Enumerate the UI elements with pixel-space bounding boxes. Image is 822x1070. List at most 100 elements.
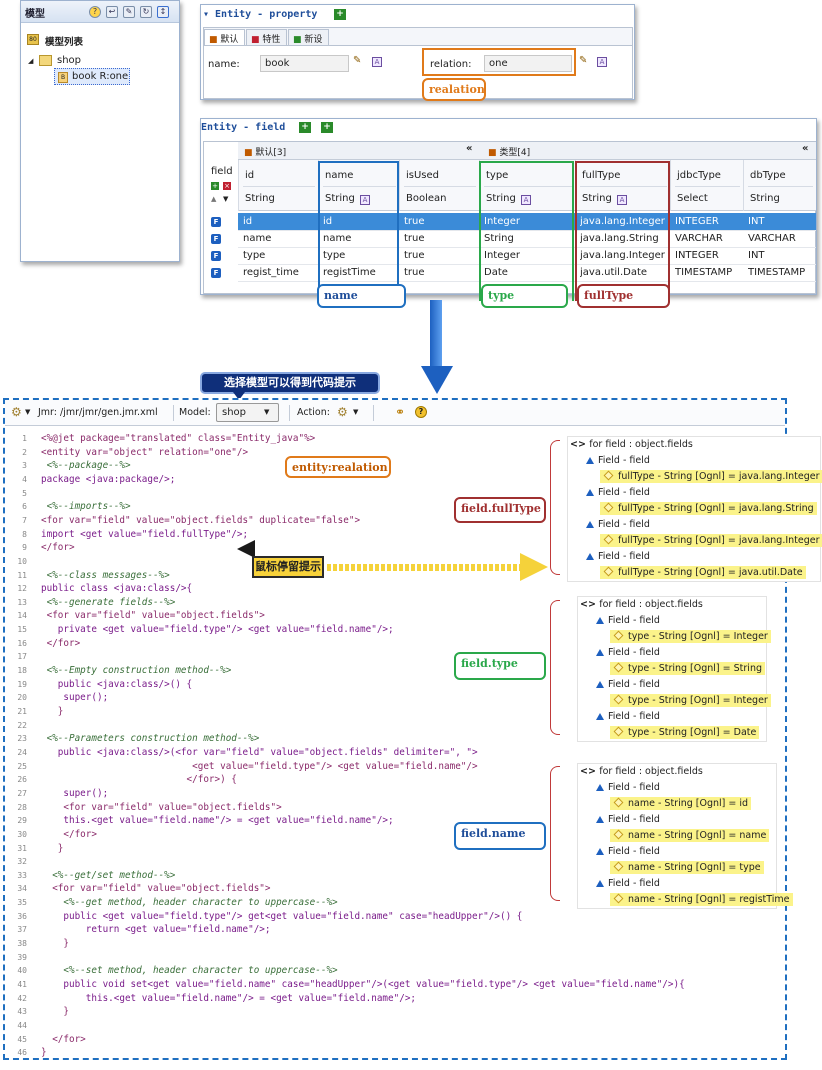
table-cell[interactable]: name — [243, 233, 272, 244]
move-up-icon[interactable]: ▲ — [211, 195, 217, 203]
table-row-selected[interactable] — [238, 213, 816, 230]
hint-field-node[interactable]: Field - field — [596, 647, 660, 658]
table-cell[interactable]: type — [243, 250, 266, 261]
code-line[interactable]: </for> — [41, 1033, 86, 1045]
model-list-label[interactable]: 模型列表 — [45, 37, 84, 48]
hint-value[interactable]: type - String [Ognl] = String — [610, 662, 765, 675]
code-line[interactable]: <%--Parameters construction method--%> — [41, 733, 260, 745]
group-default-header[interactable]: ■ 默认[3] — [244, 145, 286, 158]
collapse-arrow-icon[interactable]: ◢ — [28, 57, 34, 65]
code-line[interactable]: public class <java:class/>{ — [41, 583, 193, 595]
code-line[interactable]: <%--get/set method--%> — [41, 869, 176, 881]
hint-field-node[interactable]: Field - field — [586, 519, 650, 530]
hint-field-node[interactable]: Field - field — [596, 711, 660, 722]
code-line[interactable]: <get value="field.type"/> <get value="fi… — [41, 760, 478, 772]
edit-relation-icon[interactable]: ✎ — [579, 55, 588, 66]
hint-field-node[interactable]: Field - field — [596, 615, 660, 626]
hint-field-node[interactable]: Field - field — [596, 878, 660, 889]
table-cell[interactable]: String — [484, 233, 514, 244]
code-line[interactable]: <%--imports--%> — [41, 501, 131, 513]
table-cell[interactable]: Integer — [484, 216, 520, 227]
table-cell[interactable]: true — [404, 216, 425, 227]
tree-item-shop[interactable]: shop — [57, 55, 82, 66]
table-cell[interactable]: java.lang.String — [580, 233, 659, 244]
import-icon[interactable]: ↩ — [106, 6, 118, 18]
sort-icon[interactable]: ↕ — [157, 6, 169, 18]
table-cell[interactable]: java.util.Date — [580, 267, 648, 278]
refresh-icon[interactable]: ↻ — [140, 6, 152, 18]
code-line[interactable]: <%--class messages--%> — [41, 569, 170, 581]
code-line[interactable]: <%--package--%> — [41, 460, 131, 472]
add-property-icon[interactable]: + — [334, 9, 346, 20]
tab-default[interactable]: ■ 默认 — [204, 29, 245, 45]
name-field[interactable]: book — [260, 55, 349, 72]
code-line[interactable]: public <get value="field.type"/> get<get… — [41, 910, 523, 922]
hint-value[interactable]: fullType - String [Ognl] = java.lang.Str… — [600, 502, 817, 515]
code-line[interactable]: </for> — [41, 542, 75, 554]
table-cell[interactable]: java.lang.Integer — [580, 250, 665, 261]
collapse-group-type-icon[interactable]: « — [802, 143, 809, 154]
table-cell[interactable]: true — [404, 250, 425, 261]
name-attribute-icon[interactable]: A — [372, 57, 382, 67]
code-line[interactable]: this.<get value="field.name"/> = <get va… — [41, 815, 394, 827]
hint-field-node[interactable]: Field - field — [596, 846, 660, 857]
table-cell[interactable]: TIMESTAMP — [675, 267, 733, 278]
code-line[interactable]: } — [41, 1006, 69, 1018]
edit-name-icon[interactable]: ✎ — [353, 55, 362, 66]
tab-new[interactable]: ■ 新设 — [288, 29, 329, 45]
table-cell[interactable]: true — [404, 267, 425, 278]
code-line[interactable]: public <java:class/>() { — [41, 678, 193, 690]
generate-icon[interactable]: ⚙ — [11, 405, 22, 419]
collapse-group-default-icon[interactable]: « — [466, 143, 473, 154]
hint-value[interactable]: name - String [Ognl] = id — [610, 797, 752, 810]
code-line[interactable]: super(); — [41, 787, 109, 799]
table-cell[interactable]: VARCHAR — [675, 233, 723, 244]
table-cell[interactable]: type — [323, 250, 346, 261]
hint-value[interactable]: fullType - String [Ognl] = java.lang.Int… — [600, 470, 822, 483]
column-attribute-icon[interactable]: A — [617, 195, 627, 205]
hint-field-node[interactable]: Field - field — [596, 782, 660, 793]
table-cell[interactable]: id — [323, 216, 333, 227]
help-icon[interactable]: ? — [89, 6, 101, 18]
table-cell[interactable]: true — [404, 233, 425, 244]
hint-field-node[interactable]: Field - field — [586, 455, 650, 466]
move-down-icon[interactable]: ▼ — [223, 195, 229, 203]
remove-row-icon[interactable]: × — [223, 182, 231, 190]
tree-item-book[interactable]: B book R:one — [54, 68, 130, 85]
add-row-icon[interactable]: + — [211, 182, 219, 190]
hint-value[interactable]: name - String [Ognl] = name — [610, 829, 770, 842]
code-line[interactable]: <for var="field" value="object.fields"> — [41, 801, 282, 813]
hint-value[interactable]: fullType - String [Ognl] = java.lang.Int… — [600, 534, 822, 547]
code-line[interactable]: package <java:package/>; — [41, 473, 176, 485]
help-icon-editor[interactable]: ? — [415, 406, 427, 418]
code-line[interactable]: } — [41, 1047, 47, 1059]
table-cell[interactable]: name — [323, 233, 352, 244]
add-column-icon[interactable]: + — [321, 122, 333, 133]
model-select[interactable]: shop ▼ — [216, 403, 279, 422]
table-cell[interactable]: regist_time — [243, 267, 299, 278]
table-cell[interactable]: INT — [748, 216, 765, 227]
code-line[interactable]: </for>) { — [41, 774, 237, 786]
hint-value[interactable]: type - String [Ognl] = Integer — [610, 694, 771, 707]
code-line[interactable]: <entity var="object" relation="one"/> — [41, 446, 249, 458]
table-cell[interactable]: Integer — [484, 250, 520, 261]
code-line[interactable]: public <java:class/>(<for var="field" va… — [41, 746, 478, 758]
table-cell[interactable]: INT — [748, 250, 765, 261]
code-line[interactable]: import <get value="field.fullType"/>; — [41, 528, 249, 540]
action-dropdown-icon[interactable]: ▼ — [353, 408, 359, 416]
code-line[interactable]: this.<get value="field.name"/> = <get va… — [41, 992, 417, 1004]
hint-field-node[interactable]: Field - field — [586, 487, 650, 498]
code-line[interactable]: } — [41, 706, 64, 717]
code-line[interactable]: <%--generate fields--%> — [41, 596, 176, 608]
hint-field-node[interactable]: Field - field — [596, 679, 660, 690]
hint-value[interactable]: name - String [Ognl] = type — [610, 861, 764, 874]
code-line[interactable]: private <get value="field.type"/> <get v… — [41, 624, 394, 636]
link-icon[interactable]: ⚭ — [395, 405, 406, 419]
code-line[interactable]: <%--get method, header character to uppe… — [41, 897, 338, 909]
table-cell[interactable]: VARCHAR — [748, 233, 796, 244]
code-line[interactable]: <%--Empty construction method--%> — [41, 665, 232, 677]
table-cell[interactable]: id — [243, 216, 253, 227]
